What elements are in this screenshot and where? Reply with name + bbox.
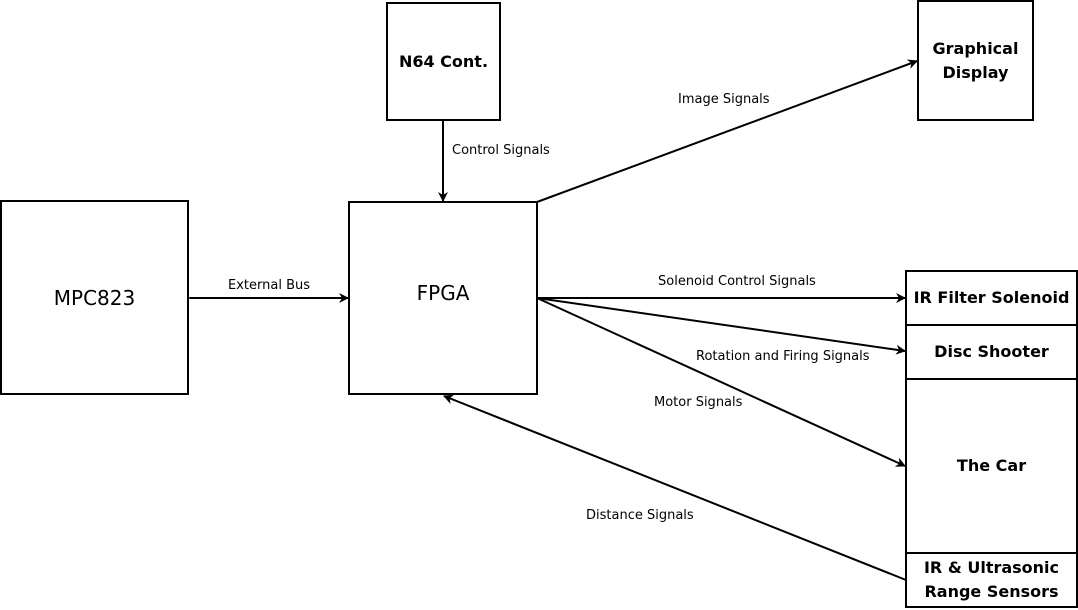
- external-bus-label: External Bus: [228, 278, 310, 293]
- rotation-signals-arrow: [536, 297, 906, 355]
- image-signals-label: Image Signals: [678, 92, 770, 107]
- graphical-display-block: Graphical Display: [917, 0, 1034, 121]
- display-label-line1: Graphical: [932, 38, 1019, 58]
- range-sensors-block: IR & Ultrasonic Range Sensors: [905, 552, 1078, 608]
- n64-label: N64 Cont.: [398, 51, 489, 71]
- mpc823-block: MPC823: [0, 200, 189, 395]
- motor-signals-label: Motor Signals: [654, 395, 743, 410]
- sensors-label-line2: Range Sensors: [924, 582, 1059, 601]
- ir-filter-label: IR Filter Solenoid: [913, 288, 1070, 307]
- fpga-label: FPGA: [416, 281, 470, 305]
- disc-shooter-label: Disc Shooter: [934, 342, 1049, 361]
- distance-signals-arrow: [443, 394, 907, 581]
- car-block: The Car: [905, 378, 1078, 554]
- rotation-signals-label: Rotation and Firing Signals: [696, 349, 870, 364]
- display-label-line2: Display: [942, 62, 1009, 82]
- mpc823-label: MPC823: [53, 285, 136, 310]
- sensors-label-line1: IR & Ultrasonic: [923, 558, 1060, 577]
- n64-controller-block: N64 Cont.: [386, 2, 501, 121]
- motor-signals-arrow: [536, 297, 906, 467]
- ir-filter-solenoid-block: IR Filter Solenoid: [905, 270, 1078, 326]
- car-label: The Car: [956, 456, 1027, 475]
- fpga-block: FPGA: [348, 201, 538, 395]
- control-signals-label: Control Signals: [452, 143, 550, 158]
- disc-shooter-block: Disc Shooter: [905, 324, 1078, 380]
- solenoid-signals-label: Solenoid Control Signals: [658, 274, 816, 289]
- distance-signals-label: Distance Signals: [586, 508, 694, 523]
- image-signals-arrow: [536, 59, 918, 203]
